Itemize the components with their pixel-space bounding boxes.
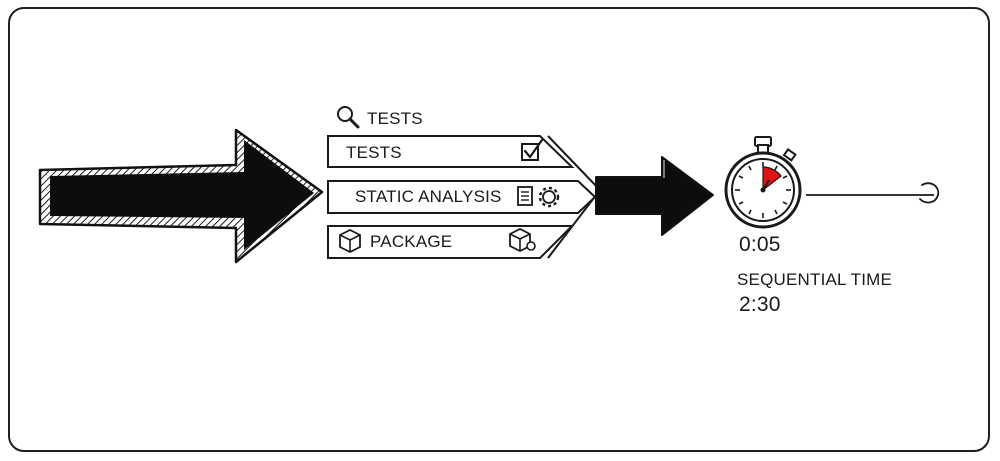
- tests-heading: TESTS: [367, 109, 423, 128]
- box-ribbon-icon: [509, 227, 536, 253]
- magnifier-icon: [337, 106, 360, 129]
- timeline-arrow: [806, 182, 940, 204]
- checkbox-icon: [521, 138, 544, 161]
- lane-static-analysis-label: STATIC ANALYSIS: [355, 187, 502, 206]
- sequential-time-label: SEQUENTIAL TIME: [737, 270, 893, 289]
- output-arrow: [595, 156, 714, 236]
- sequential-time-value: 2:30: [739, 293, 781, 316]
- lane-tests-box: [327, 135, 575, 168]
- stopwatch-icon: [724, 136, 802, 229]
- lane-tests-label: TESTS: [346, 143, 402, 162]
- elapsed-time: 0:05: [739, 233, 781, 256]
- document-gear-icon: [517, 186, 560, 208]
- box-icon: [339, 228, 361, 254]
- input-arrow: [38, 128, 324, 264]
- lane-package-label: PACKAGE: [370, 232, 453, 251]
